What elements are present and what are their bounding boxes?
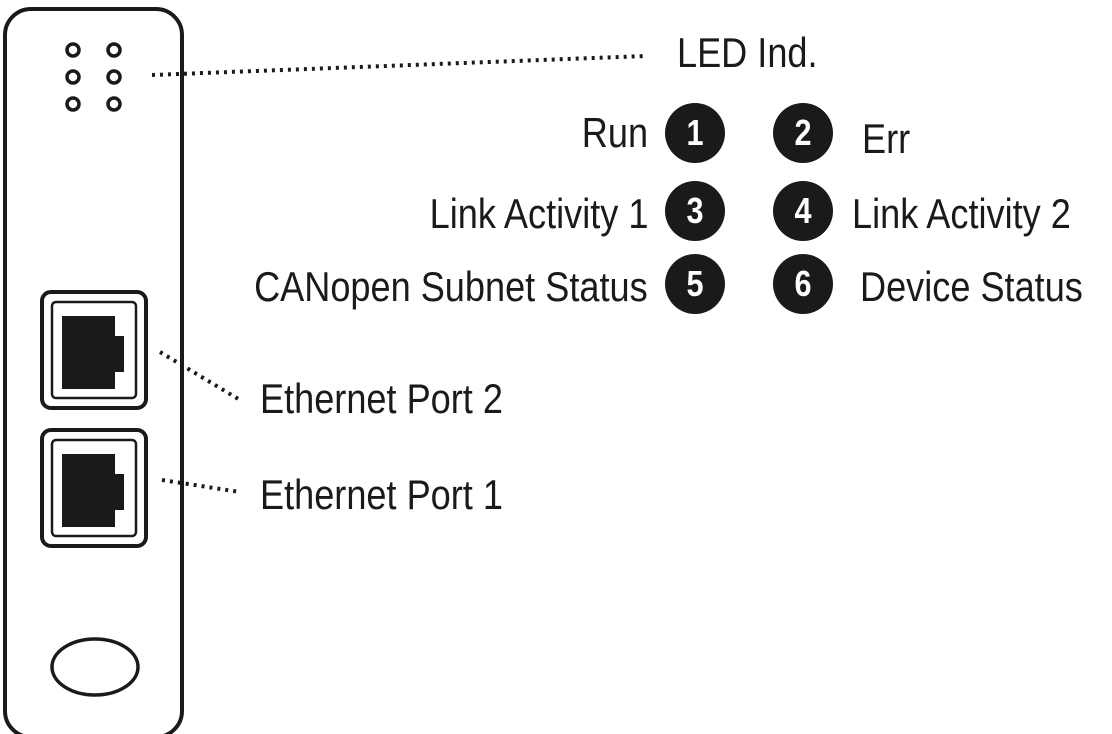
mounting-oval — [50, 637, 140, 697]
ethernet-port-1-icon — [40, 428, 148, 548]
led-leader-line — [151, 54, 646, 77]
device-housing — [3, 7, 184, 734]
led-6-badge: 6 — [773, 254, 833, 314]
ethernet-port-2-icon — [40, 290, 148, 410]
led-ring-4 — [106, 69, 122, 85]
led-1-badge: 1 — [665, 103, 725, 163]
led-3-badge: 3 — [665, 181, 725, 241]
leader-lines — [151, 54, 646, 494]
port2-leader-line — [158, 350, 242, 402]
led-ring-5 — [65, 96, 81, 112]
led-6-label: Device Status — [860, 263, 1083, 310]
led-3-label: Link Activity 1 — [429, 190, 648, 237]
led-indicator-label: LED Ind. — [677, 29, 818, 76]
led-ring-6 — [106, 96, 122, 112]
ethernet-port-1-label: Ethernet Port 1 — [260, 471, 503, 518]
led-ring-1 — [65, 42, 81, 58]
led-2-label: Err — [862, 115, 911, 162]
led-cluster — [65, 42, 122, 112]
led-2-badge: 2 — [773, 103, 833, 163]
led-1-label: Run — [581, 109, 648, 156]
led-4-label: Link Activity 2 — [852, 190, 1071, 237]
led-5-badge: 5 — [665, 254, 725, 314]
ethernet-port-2-label: Ethernet Port 2 — [260, 375, 503, 422]
led-4-badge: 4 — [773, 181, 833, 241]
port1-leader-line — [161, 478, 241, 494]
led-ring-2 — [106, 42, 122, 58]
led-ring-3 — [65, 69, 81, 85]
led-5-label: CANopen Subnet Status — [254, 263, 648, 310]
